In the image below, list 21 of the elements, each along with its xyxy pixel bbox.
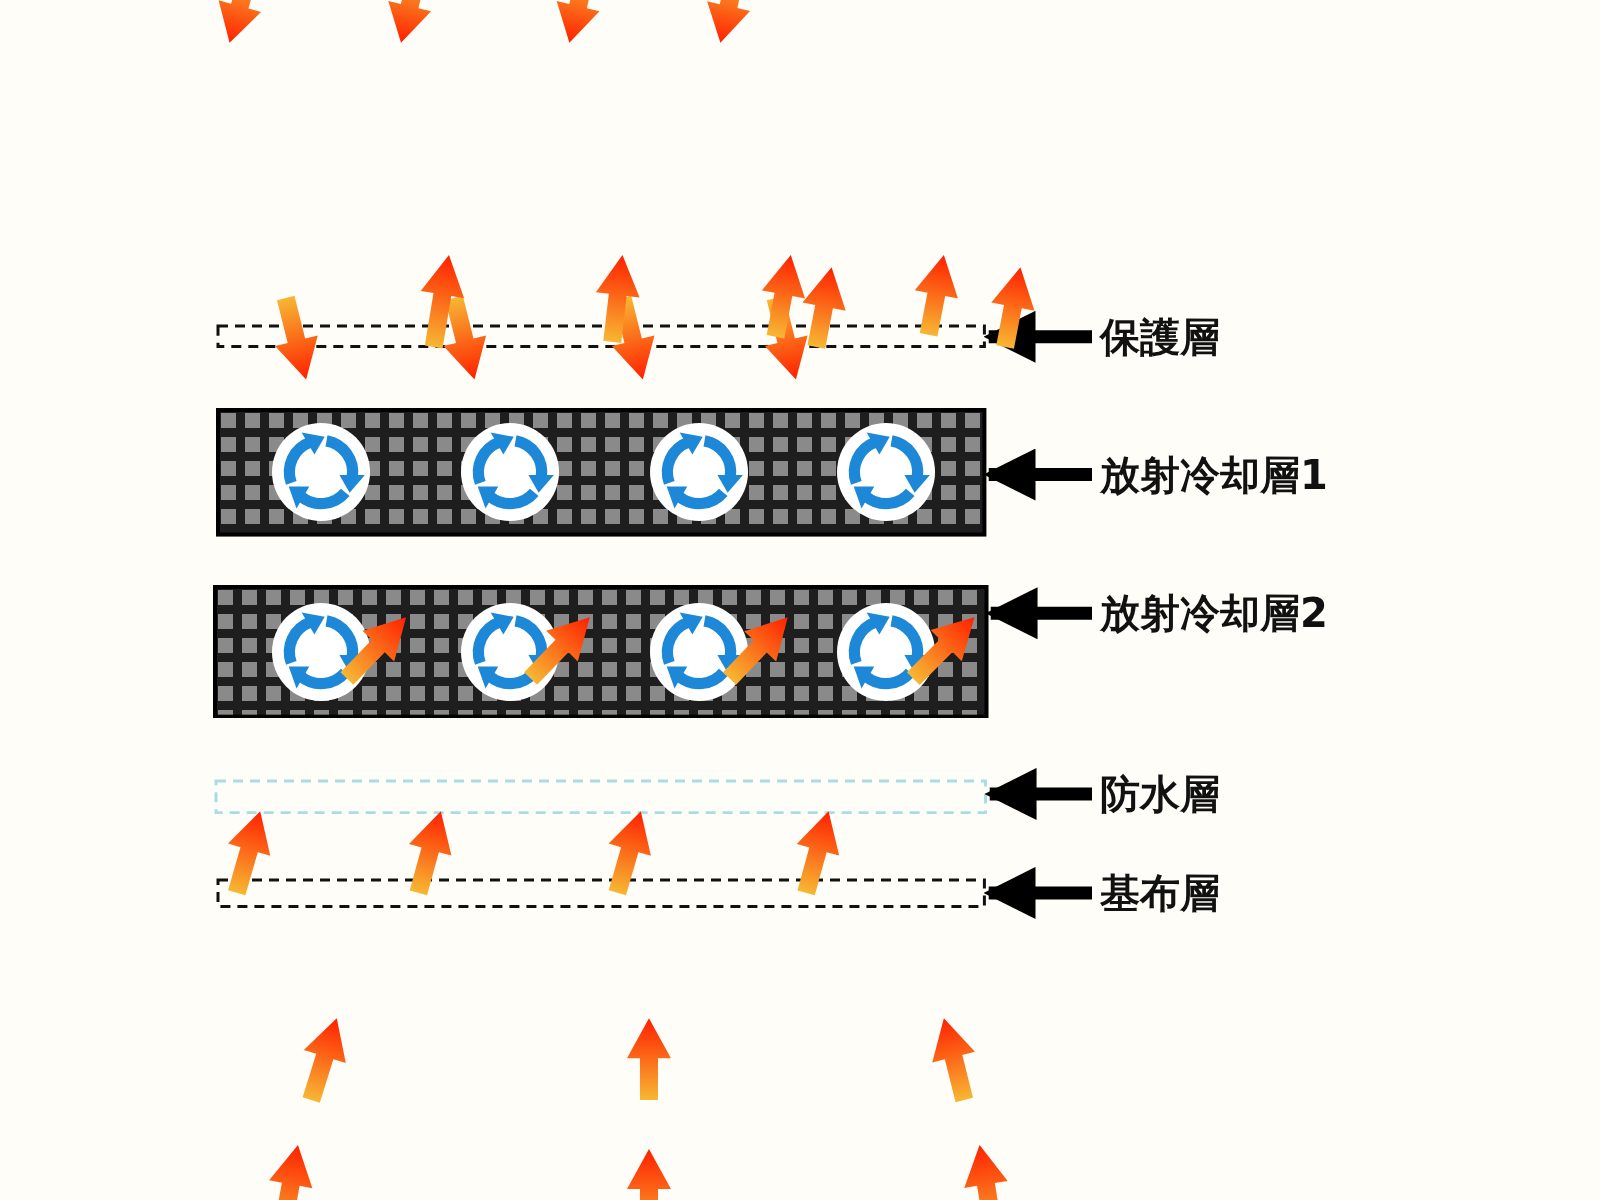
layer-label: 放射冷却層1 — [1100, 454, 1328, 495]
layer-label: 基布層 — [1100, 872, 1220, 913]
pointer-arrow — [983, 866, 1092, 919]
pointer-arrow — [983, 310, 1092, 363]
mesh-layer — [213, 584, 989, 719]
layer-label: 防水層 — [1100, 773, 1220, 814]
heat-flow-arrow — [228, 811, 271, 896]
mesh-layer — [216, 408, 987, 537]
heat-flow-arrow — [796, 811, 840, 896]
heat-flow-arrow — [608, 811, 651, 896]
layer-label: 保護層 — [1100, 316, 1220, 357]
pointer-arrow — [984, 767, 1092, 820]
dashed-layer — [216, 877, 987, 909]
faint-dashed-layer — [214, 778, 988, 815]
heat-flow-arrow — [409, 811, 452, 896]
heat-flow-arrow — [275, 295, 318, 380]
heat-flow-arrow — [443, 295, 487, 380]
dashed-layer — [216, 324, 987, 349]
pointer-arrow — [985, 587, 1092, 640]
pointer-arrow — [983, 448, 1092, 501]
layer-label: 放射冷却層2 — [1100, 593, 1328, 634]
